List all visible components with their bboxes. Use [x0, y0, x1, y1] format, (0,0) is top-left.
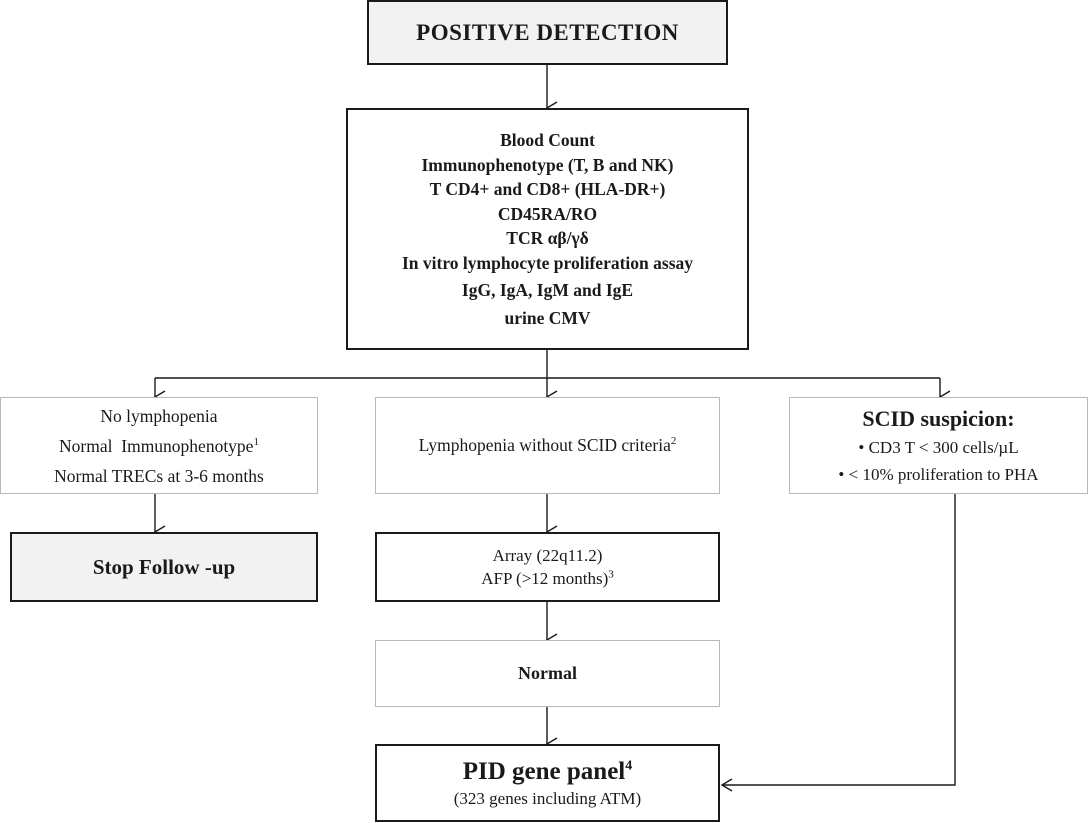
no-lymphopenia-box: No lymphopenia Normal Immunophenotype1 N… — [0, 397, 318, 494]
test-tcr: TCR αβ/γδ — [506, 228, 589, 248]
normal-immunophenotype-text: Normal Immunophenotype — [59, 435, 254, 456]
footnote-1: 1 — [253, 435, 259, 448]
scid-suspicion-title: SCID suspicion: — [862, 405, 1015, 431]
lymphopenia-text: Lymphopenia without SCID criteria — [418, 435, 671, 455]
scid-criterion-cd3: • CD3 T < 300 cells/µL — [858, 437, 1019, 457]
pid-title-line: PID gene panel4 — [463, 756, 633, 788]
footnote-2: 2 — [670, 435, 677, 448]
test-immunoglobulins: IgG, IgA, IgM and IgE — [461, 280, 634, 300]
stop-follow-up-box: Stop Follow -up — [10, 532, 318, 602]
normal-trecs-text: Normal TRECs at 3-6 months — [54, 465, 264, 486]
stop-follow-up-label: Stop Follow -up — [92, 554, 236, 579]
scid-suspicion-box: SCID suspicion: • CD3 T < 300 cells/µL •… — [789, 397, 1088, 494]
normal-label: Normal — [518, 663, 577, 683]
test-blood-count: Blood Count — [500, 130, 595, 150]
normal-box: Normal — [375, 640, 720, 707]
array-afp-box: Array (22q11.2) AFP (>12 months)3 — [375, 532, 720, 602]
afp-text: AFP (>12 months) — [481, 569, 609, 588]
afp-line: AFP (>12 months)3 — [481, 567, 614, 590]
normal-immunophenotype-line: Normal Immunophenotype1 — [59, 431, 259, 461]
lymphopenia-line: Lymphopenia without SCID criteria2 — [419, 435, 677, 456]
footnote-4: 4 — [625, 758, 633, 774]
footnote-3: 3 — [608, 568, 614, 581]
test-urine-cmv: urine CMV — [504, 307, 591, 328]
pid-subtitle: (323 genes including ATM) — [453, 789, 642, 808]
diagnostic-tests-box: Blood Count Immunophenotype (T, B and NK… — [346, 108, 749, 350]
arrow-scid-to-pid — [720, 494, 956, 792]
test-proliferation-assay: In vitro lymphocyte proliferation assay — [401, 252, 693, 273]
positive-detection-label: POSITIVE DETECTION — [416, 19, 679, 45]
lymphopenia-box: Lymphopenia without SCID criteria2 — [375, 397, 720, 494]
scid-criterion-proliferation: • < 10% proliferation to PHA — [838, 464, 1039, 484]
no-lymphopenia-text: No lymphopenia — [100, 405, 218, 426]
pid-title-text: PID gene panel — [462, 758, 626, 785]
test-immunophenotype: Immunophenotype (T, B and NK) — [421, 154, 674, 175]
array-text: Array (22q11.2) — [492, 546, 603, 565]
test-t-cd4-cd8: T CD4+ and CD8+ (HLA-DR+) — [429, 179, 666, 199]
pid-gene-panel-box: PID gene panel4 (323 genes including ATM… — [375, 744, 720, 822]
positive-detection-box: POSITIVE DETECTION — [367, 0, 728, 65]
test-cd45ra-ro: CD45RA/RO — [497, 203, 598, 224]
